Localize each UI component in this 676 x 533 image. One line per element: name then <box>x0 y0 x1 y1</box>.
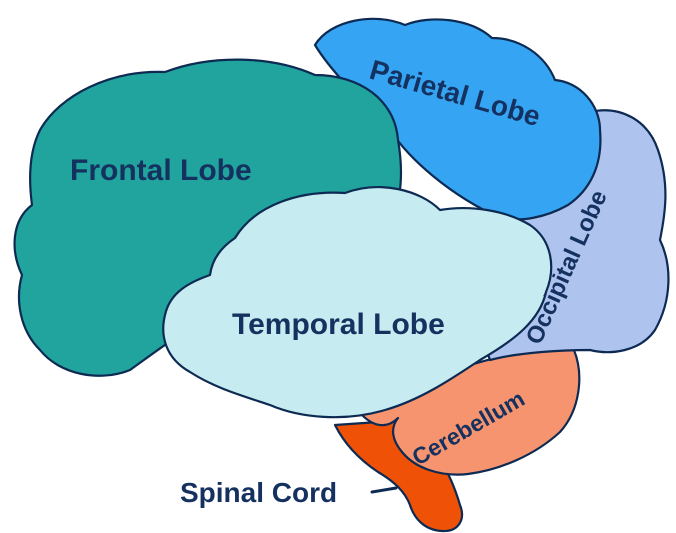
spinal-cord-pointer <box>372 488 396 492</box>
temporal-lobe-label: Temporal Lobe <box>232 308 445 341</box>
spinal-cord-label: Spinal Cord <box>180 477 337 508</box>
frontal-lobe-label: Frontal Lobe <box>70 154 252 187</box>
